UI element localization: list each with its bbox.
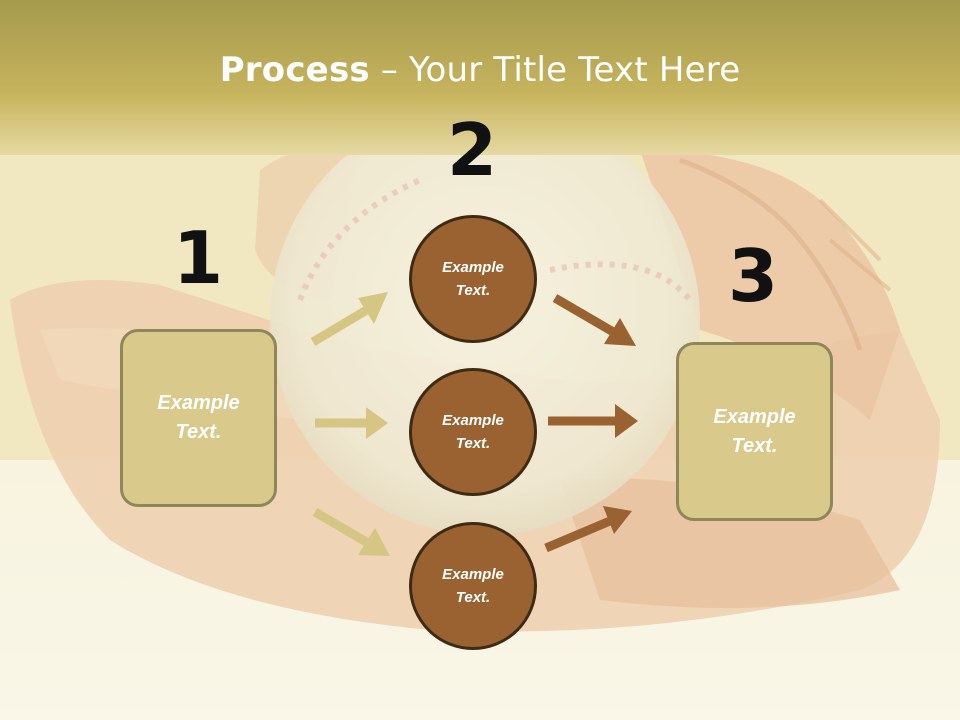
slide-title: Process – Your Title Text Here [0,50,960,90]
arrow-circle3-to-box3 [544,506,632,553]
step-number-1: 1 [172,216,224,300]
arrow-circle2-to-box3 [548,404,638,438]
title-strong: Process [219,50,370,90]
circle-top-label: Example Text. [442,259,504,299]
step-1-box: Example Text. [120,329,277,507]
arrow-box1-to-circle1 [310,292,388,346]
step-2-circle-middle: Example Text. [409,368,537,496]
step-3-label: Example Text. [713,405,796,457]
circle-middle-label: Example Text. [442,412,504,452]
arrow-box1-to-circle3 [312,508,390,556]
step-2-circle-bottom: Example Text. [409,522,537,650]
step-number-3: 3 [727,234,779,318]
circle-bottom-label: Example Text. [442,566,504,606]
arrow-box1-to-circle2 [315,407,388,439]
step-number-2: 2 [446,108,498,192]
title-rest: – Your Title Text Here [369,50,741,90]
step-3-box: Example Text. [676,342,833,521]
arrow-circle1-to-box3 [552,294,636,346]
step-2-circle-top: Example Text. [409,215,537,343]
step-1-label: Example Text. [157,392,240,443]
